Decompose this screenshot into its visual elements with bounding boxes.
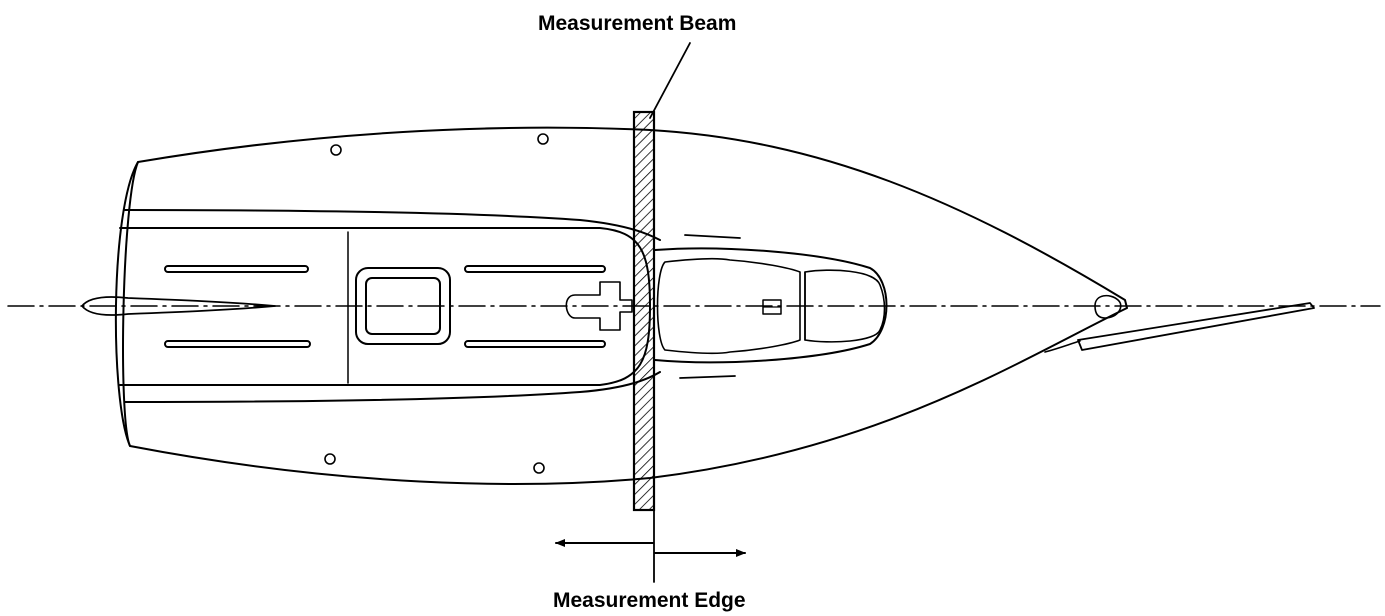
measurement-edge-label: Measurement Edge <box>553 589 746 612</box>
measurement-beam <box>632 110 656 512</box>
slot-aft-top <box>164 265 309 273</box>
slot-aft-bottom <box>164 340 311 348</box>
tiller <box>81 296 276 316</box>
track-bottom <box>679 375 736 379</box>
bow-fitting <box>1094 294 1122 319</box>
forehatch <box>804 269 886 343</box>
foredeck-inner <box>656 257 801 355</box>
deck-edge-top <box>124 209 661 241</box>
measurement-beam-label: Measurement Beam <box>538 12 737 35</box>
foredeck-outline <box>654 247 888 364</box>
porthole-fwd-bottom <box>533 462 545 474</box>
transom-line <box>122 161 139 447</box>
slot-mid-bottom <box>464 340 606 348</box>
track-top <box>684 234 741 239</box>
deck-edge-bottom <box>124 371 661 403</box>
bowsprit <box>1077 302 1315 351</box>
hatch-inner <box>365 277 441 335</box>
porthole-aft-top <box>330 144 342 156</box>
porthole-aft-bottom <box>324 453 336 465</box>
porthole-fwd-top <box>537 133 549 145</box>
slot-mid-top <box>464 265 606 273</box>
beam-leader-line <box>649 42 691 119</box>
centre-fitting <box>565 281 633 331</box>
bowsprit-base <box>1044 340 1081 353</box>
hatch-frame <box>355 267 451 345</box>
